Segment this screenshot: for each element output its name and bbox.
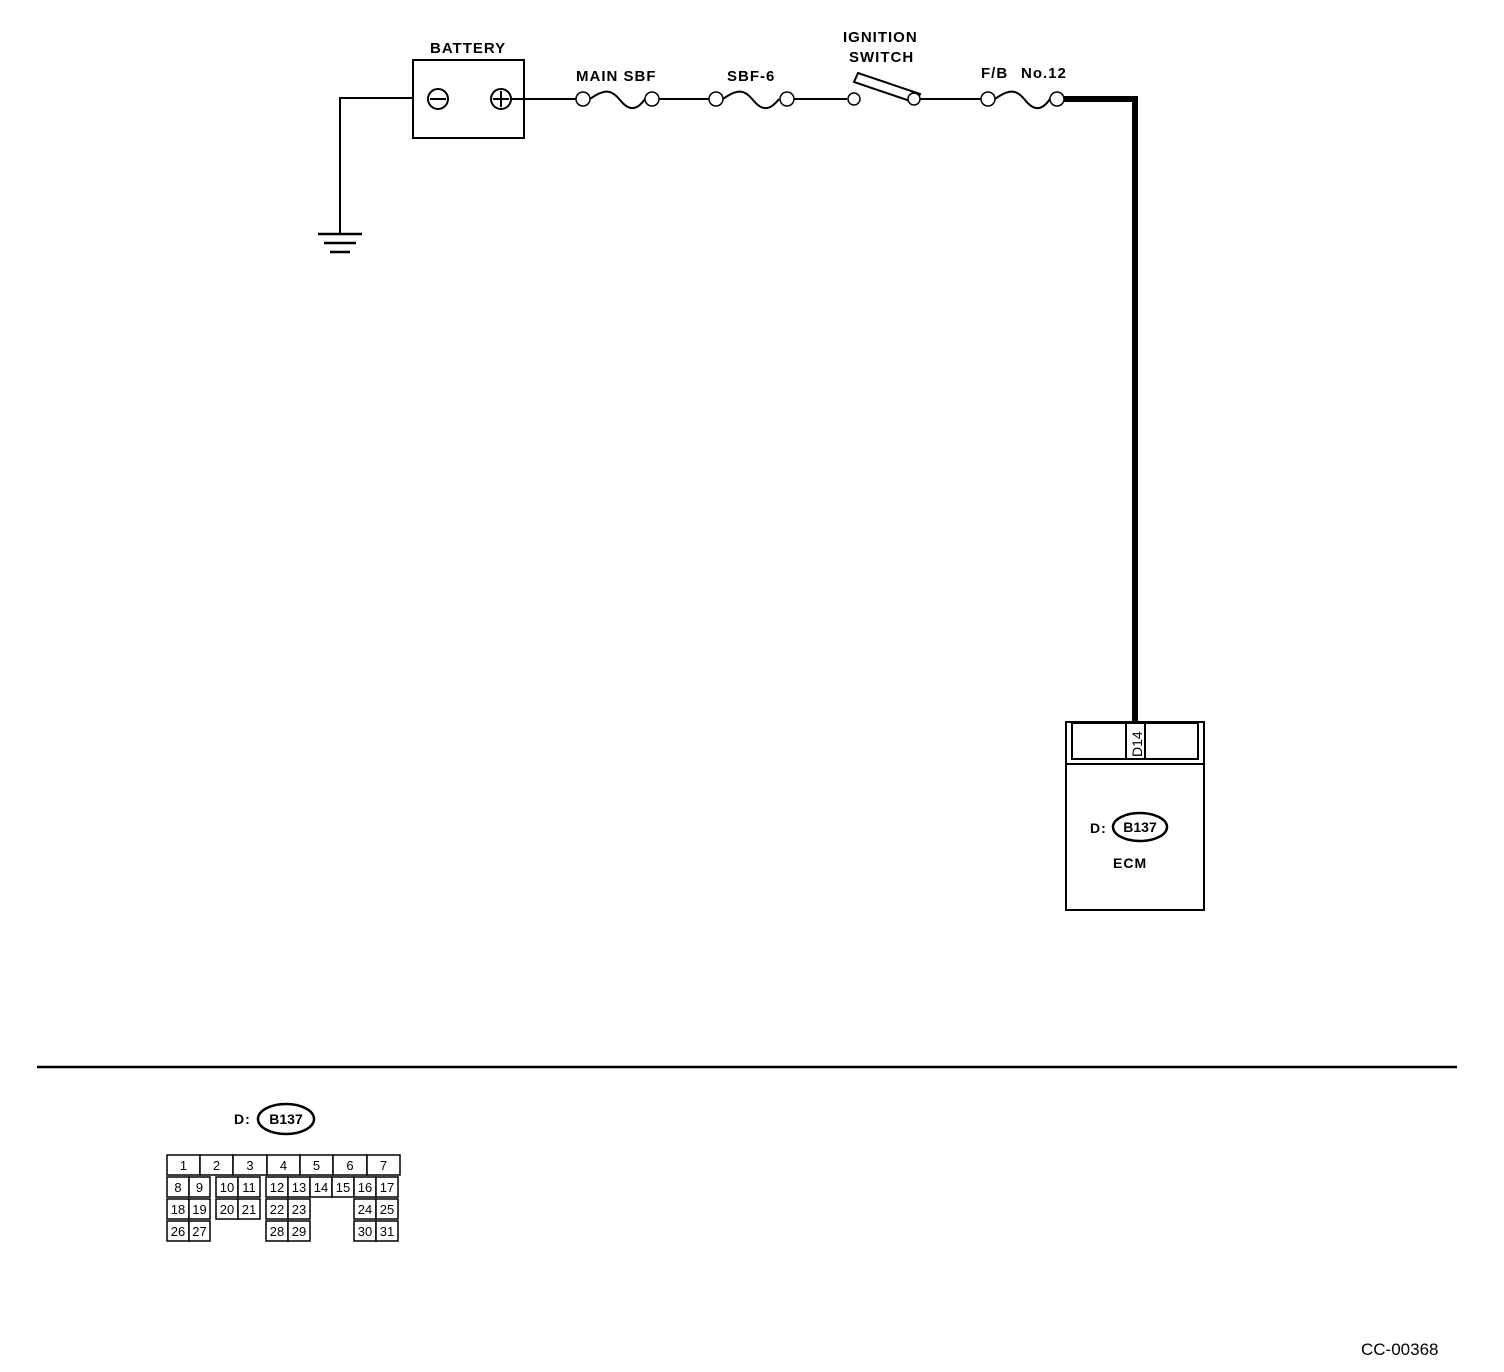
connector-pin-label: 21 xyxy=(242,1202,256,1217)
connector-pin-label: 6 xyxy=(346,1158,353,1173)
connector-pin-cell xyxy=(188,1220,211,1242)
connector-pin-label: 4 xyxy=(280,1158,287,1173)
wire-fb-to-ecm xyxy=(1064,96,1138,722)
connector-pin-label: 15 xyxy=(336,1180,350,1195)
connector-pin-label: 22 xyxy=(270,1202,284,1217)
diagram-code: CC-00368 xyxy=(1361,1340,1439,1359)
connector-pin-label: 13 xyxy=(292,1180,306,1195)
connector-pin-label: 18 xyxy=(171,1202,185,1217)
ecm-connector-badge xyxy=(1111,811,1169,843)
connector-pin-cell xyxy=(287,1198,311,1220)
connector-pin-label: 5 xyxy=(313,1158,320,1173)
ignition-label-line1: IGNITION xyxy=(843,29,918,46)
main-sbf-fuse: MAIN SBF xyxy=(575,68,660,110)
connector-pin-label: 12 xyxy=(270,1180,284,1195)
connector-pin-label: 16 xyxy=(358,1180,372,1195)
ground-symbol xyxy=(318,97,416,254)
connector-pin-cell xyxy=(287,1220,311,1242)
connector-pin-label: 2 xyxy=(213,1158,220,1173)
connector-pin-cell xyxy=(375,1198,399,1220)
connector-pin-label: 30 xyxy=(358,1224,372,1239)
connector-pin-label: 28 xyxy=(270,1224,284,1239)
fb-no12-fuse: F/B No.12 xyxy=(980,65,1067,110)
ignition-label-line2: SWITCH xyxy=(849,49,914,66)
battery-negative-terminal xyxy=(427,88,449,110)
connector-pin-cell xyxy=(366,1154,401,1176)
battery-label: BATTERY xyxy=(430,40,506,57)
connector-pin-cell xyxy=(188,1198,211,1220)
connector-pin-label: 17 xyxy=(380,1180,394,1195)
connector-pin-label: 19 xyxy=(192,1202,206,1217)
battery-positive-terminal xyxy=(490,88,512,110)
sbf6-fuse: SBF-6 xyxy=(708,68,795,110)
ecm-connector-prefix: D: xyxy=(1090,820,1107,836)
connector-pin-label: 10 xyxy=(220,1180,234,1195)
connector-pin-label: 3 xyxy=(246,1158,253,1173)
connector-pin-cell xyxy=(188,1176,211,1198)
connector-pin-cell xyxy=(237,1198,261,1220)
ignition-switch: IGNITION SWITCH xyxy=(843,29,922,106)
connector-pin-label: 8 xyxy=(174,1180,181,1195)
ecm-label: ECM xyxy=(1113,855,1147,871)
connector-pin-label: 9 xyxy=(196,1180,203,1195)
connector-pin-label: 26 xyxy=(171,1224,185,1239)
battery: BATTERY xyxy=(412,40,525,139)
main-sbf-label: MAIN SBF xyxy=(576,68,657,85)
connector-view-prefix: D: xyxy=(234,1111,251,1127)
connector-pin-label: 20 xyxy=(220,1202,234,1217)
ecm-pin-label: D14 xyxy=(1129,731,1145,757)
fuse-no-label: No.12 xyxy=(1021,65,1067,82)
connector-pin-label: 7 xyxy=(380,1158,387,1173)
connector-pin-cell xyxy=(375,1176,399,1198)
connector-pin-label: 11 xyxy=(242,1180,256,1195)
ecm-unit: D14 D: B137 ECM xyxy=(1065,721,1205,911)
connector-pin-label: 27 xyxy=(192,1224,206,1239)
connector-view-id: B137 xyxy=(269,1111,303,1127)
ecm-connector-id: B137 xyxy=(1123,819,1157,835)
connector-pin-cell xyxy=(237,1176,261,1198)
connector-pin-label: 29 xyxy=(292,1224,306,1239)
connector-pin-label: 23 xyxy=(292,1202,306,1217)
connector-view-badge xyxy=(256,1102,316,1136)
connector-pin-cell xyxy=(375,1220,399,1242)
sbf6-label: SBF-6 xyxy=(727,68,775,85)
connector-pin-label: 14 xyxy=(314,1180,328,1195)
connector-pin-label: 31 xyxy=(380,1224,394,1239)
connector-pin-label: 24 xyxy=(358,1202,372,1217)
connector-pin-label: 1 xyxy=(180,1158,187,1173)
connector-pin-label: 25 xyxy=(380,1202,394,1217)
fb-label: F/B xyxy=(981,65,1008,82)
